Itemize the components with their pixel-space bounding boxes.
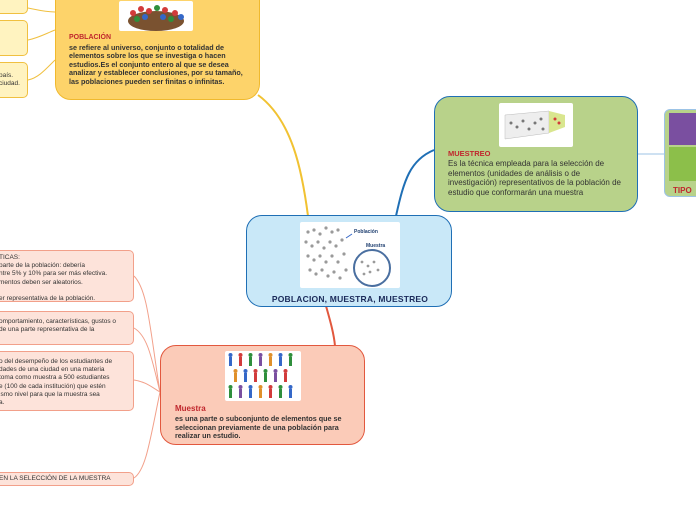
muestra-node[interactable]: Muestra es una parte o subconjunto de el… [160, 345, 365, 445]
link-muestra-leaf4 [133, 391, 161, 479]
link-muestra-leaf2 [133, 327, 161, 393]
poblacion-crowd-image [119, 1, 193, 31]
muestra-leaf-ejemplo: o del desempeño de los estudiantes de da… [0, 351, 134, 411]
poblacion-leaf-ciudad: ciudad. [0, 80, 20, 88]
poblacion-leaf-bottom: país. ciudad. [0, 62, 28, 98]
poblacion-leaf-middle [0, 20, 28, 56]
central-node[interactable]: Población Muestra POBLACION, MUESTRA, MU… [246, 215, 452, 307]
muestreo-title: MUESTREO [448, 149, 491, 158]
tipos-node[interactable]: TIPO [664, 109, 696, 197]
muestra-leaf-caracteristicas: TICAS: parte de la población: debería nt… [0, 250, 134, 302]
muestreo-node[interactable]: MUESTREO Es la técnica empleada para la … [434, 96, 638, 212]
muestra-leaf-estudio: omportamiento, características, gustos o… [0, 311, 134, 345]
muestra-people-image [225, 351, 301, 401]
tipos-title: TIPO [673, 186, 692, 195]
muestra-leaf-seleccion: EN LA SELECCIÓN DE LA MUESTRA [0, 472, 134, 486]
poblacion-leaf-pais: país. [0, 72, 14, 79]
poblacion-node[interactable]: POBLACIÓN se refiere al universo, conjun… [55, 0, 260, 100]
link-muestra-leaf1 [133, 275, 161, 393]
link-central-muestreo [395, 149, 435, 217]
central-image: Población Muestra [300, 222, 400, 288]
central-image-label-muestra: Muestra [366, 243, 385, 249]
link-poblacion-leaf1 [27, 7, 56, 13]
muestreo-text: Es la técnica empleada para la selección… [448, 159, 621, 197]
poblacion-leaf-top [0, 0, 28, 14]
central-title: POBLACION, MUESTRA, MUESTREO [271, 294, 429, 304]
poblacion-text: se refiere al universo, conjunto o total… [69, 43, 243, 86]
central-image-label-poblacion: Población [354, 229, 378, 235]
tipos-image-top [669, 113, 696, 145]
muestra-text: es una parte o subconjunto de elementos … [175, 414, 342, 441]
link-muestra-leaf3 [133, 379, 161, 393]
link-poblacion-leaf3 [27, 59, 56, 81]
muestreo-image [499, 103, 573, 147]
link-central-poblacion [257, 94, 309, 217]
link-central-muestra [325, 305, 336, 347]
muestra-title: Muestra [175, 404, 206, 413]
tipos-image-bottom [669, 147, 696, 181]
poblacion-title: POBLACIÓN [69, 34, 111, 41]
link-poblacion-leaf2 [27, 29, 56, 41]
